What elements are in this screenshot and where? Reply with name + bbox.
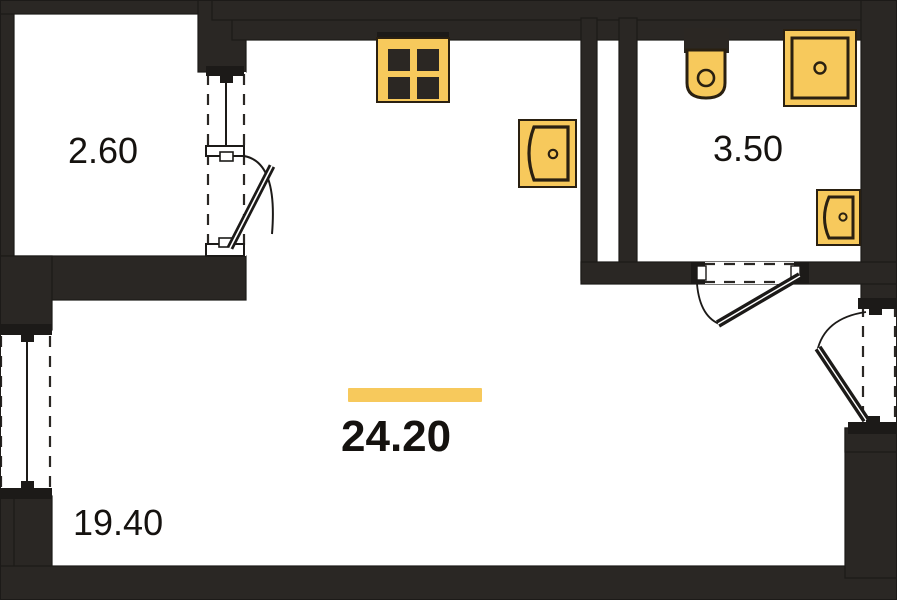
wall-shaft-left bbox=[580, 17, 598, 281]
door-balcony[interactable] bbox=[226, 155, 276, 250]
area-label-secondary: 19.40 bbox=[73, 502, 164, 543]
door-bathroom[interactable] bbox=[691, 262, 809, 328]
wall-left-upper bbox=[0, 0, 15, 271]
toilet-icon bbox=[684, 28, 729, 100]
kitchen-sink-icon bbox=[518, 119, 577, 188]
bathroom-sink-icon bbox=[816, 189, 861, 246]
area-label-main: 24.20 bbox=[341, 412, 452, 461]
wall-right-lower bbox=[844, 427, 897, 579]
wall-shaft-right bbox=[618, 17, 638, 281]
main-area-accent-bar bbox=[348, 388, 482, 402]
door-entry[interactable] bbox=[814, 311, 870, 423]
wall-right-upper bbox=[860, 0, 897, 301]
stove-icon bbox=[376, 32, 450, 103]
wall-bottom bbox=[0, 565, 897, 600]
wall-left-notch bbox=[0, 255, 53, 331]
shower-tray-icon bbox=[783, 29, 857, 107]
wall-top-outer-strip bbox=[211, 0, 897, 21]
area-label-balcony: 2.60 bbox=[68, 130, 139, 171]
wall-top-left-room bbox=[0, 0, 213, 15]
window-left[interactable] bbox=[0, 324, 52, 499]
area-label-bathroom: 3.50 bbox=[713, 128, 784, 169]
window-entry-right[interactable] bbox=[848, 298, 897, 434]
